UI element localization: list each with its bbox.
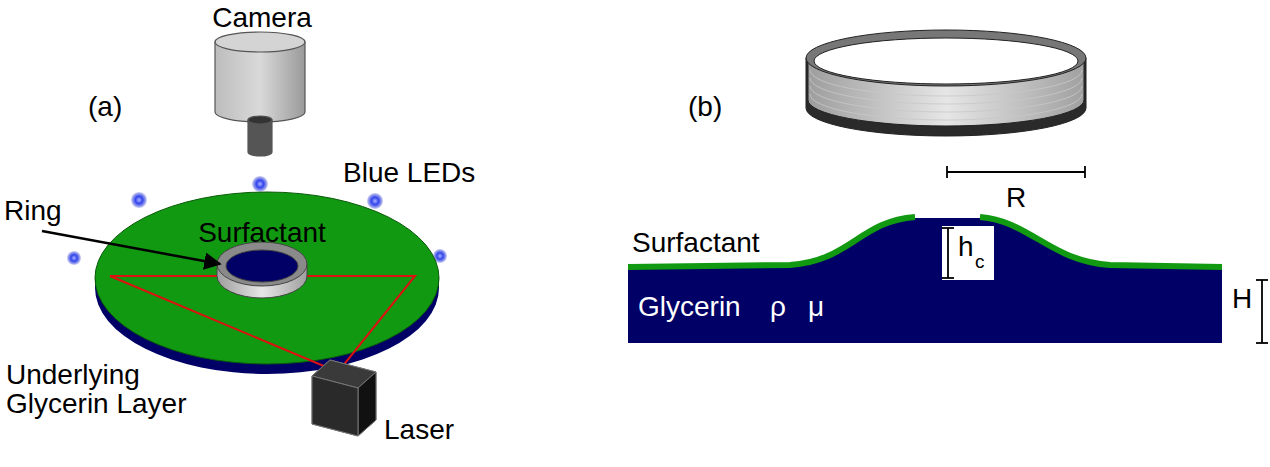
laser-label: Laser [384, 415, 454, 444]
height-dimension [942, 228, 1268, 343]
viscosity-symbol: μ [808, 292, 824, 321]
camera-label: Camera [212, 3, 312, 32]
surfactant-film [628, 217, 1222, 267]
liquid-label: Glycerin [638, 292, 741, 321]
glycerin-layer [628, 218, 1222, 343]
ring [217, 242, 307, 298]
depth-label: H [1232, 284, 1252, 313]
glycerin-layer-label: Underlying Glycerin Layer [6, 360, 221, 419]
led-label: Blue LEDs [343, 158, 475, 187]
surfactant-label: Surfactant [198, 218, 326, 247]
ring-side-view [806, 30, 1086, 136]
laser-box [312, 360, 376, 436]
camera [215, 32, 305, 156]
panel-label: (a) [88, 92, 122, 121]
ring-label: Ring [4, 196, 62, 225]
radius-dimension [947, 166, 1085, 178]
surfactant-label: Surfactant [632, 228, 760, 257]
panel-label: (b) [688, 92, 722, 121]
height-symbol: h [958, 232, 974, 261]
height-subscript: c [975, 252, 985, 272]
leader-arrow [42, 231, 220, 264]
density-symbol: ρ [770, 292, 786, 321]
hc-background [942, 226, 994, 280]
radius-label: R [1006, 183, 1026, 212]
glycerin-disk [95, 192, 439, 374]
